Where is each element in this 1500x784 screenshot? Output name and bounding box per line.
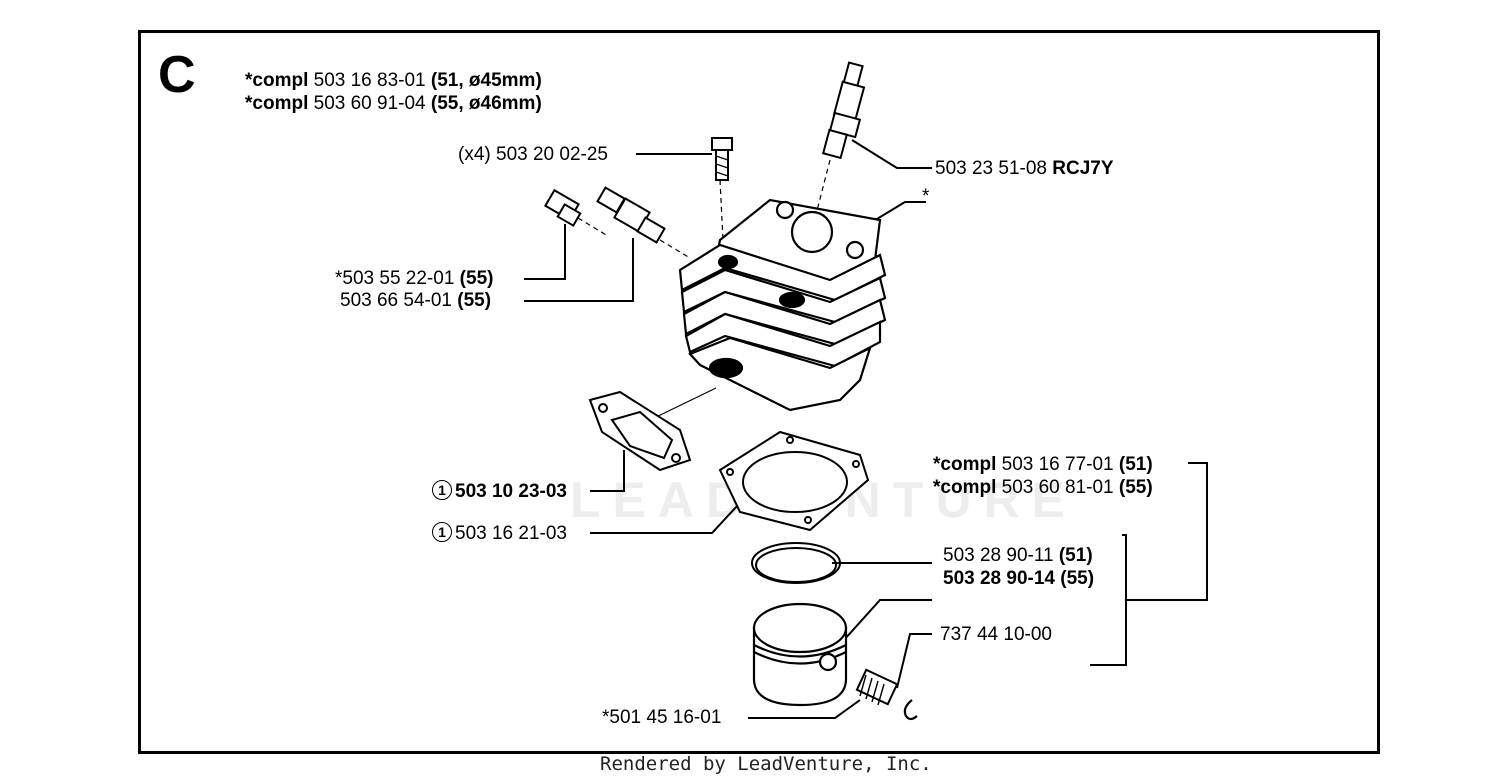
- needle-bearing-icon: [855, 668, 899, 706]
- valve-label: 503 66 54-01 (55): [340, 290, 492, 311]
- piston-compl-bracket: [1126, 462, 1208, 601]
- valve-axis-1: [577, 217, 609, 237]
- piston-ring-line-2: 503 28 90-14 (55): [943, 568, 1095, 589]
- needle-bearing-label: 737 44 10-00: [940, 624, 1052, 645]
- piston-compl-line-2: *compl 503 60 81-01 (55): [933, 477, 1153, 498]
- base-gasket-leader: [590, 504, 739, 534]
- cylinder-icon: [678, 198, 887, 412]
- plug-axis: [811, 159, 831, 231]
- circlip-icon: [903, 699, 918, 721]
- piston-compl-line-1: *compl 503 16 77-01 (51): [933, 454, 1153, 475]
- exhaust-gasket-leader: [590, 450, 625, 492]
- piston-ring-bracket: [1090, 534, 1127, 666]
- decomp-valve-icon: [544, 188, 582, 227]
- base-gasket-icon: [718, 430, 870, 532]
- bolt-label: (x4) 503 20 02-25: [458, 144, 609, 165]
- piston-pin-label: *501 45 16-01: [602, 707, 722, 728]
- bearing-leader: [896, 633, 932, 689]
- decomp-valve-label: *503 55 22-01 (55): [335, 268, 494, 289]
- diagram-frame: [138, 30, 1380, 754]
- cylinder-compl-line-2: *compl 503 60 91-04 (55, ø46mm): [245, 93, 542, 114]
- valve-axis-2: [659, 239, 691, 259]
- section-letter: C: [158, 46, 196, 104]
- cylinder-star-label: *: [922, 186, 930, 207]
- exhaust-axis: [649, 387, 717, 421]
- spark-plug-icon: [821, 61, 866, 160]
- piston-pin-leader: [748, 699, 861, 719]
- cylinder-star-leader: [871, 201, 926, 223]
- exhaust-gasket-icon: [588, 390, 692, 472]
- piston-leader: [834, 599, 932, 651]
- piston-ring-icon: [751, 542, 841, 584]
- spark-plug-label: 503 23 51-08 RCJ7Y: [935, 158, 1114, 179]
- piston-ring-line-1: 503 28 90-11 (51): [943, 545, 1093, 566]
- valve2-leader: [524, 238, 634, 302]
- valve-icon: [596, 186, 666, 244]
- spark-plug-leader: [851, 139, 932, 169]
- bolt-icon: [711, 137, 733, 181]
- piston-icon: [752, 602, 848, 707]
- decomp-valve-leader: [524, 224, 566, 280]
- footer-credit: Rendered by LeadVenture, Inc.: [600, 753, 932, 775]
- cylinder-compl-line-1: *compl 503 16 83-01 (51, ø45mm): [245, 70, 542, 91]
